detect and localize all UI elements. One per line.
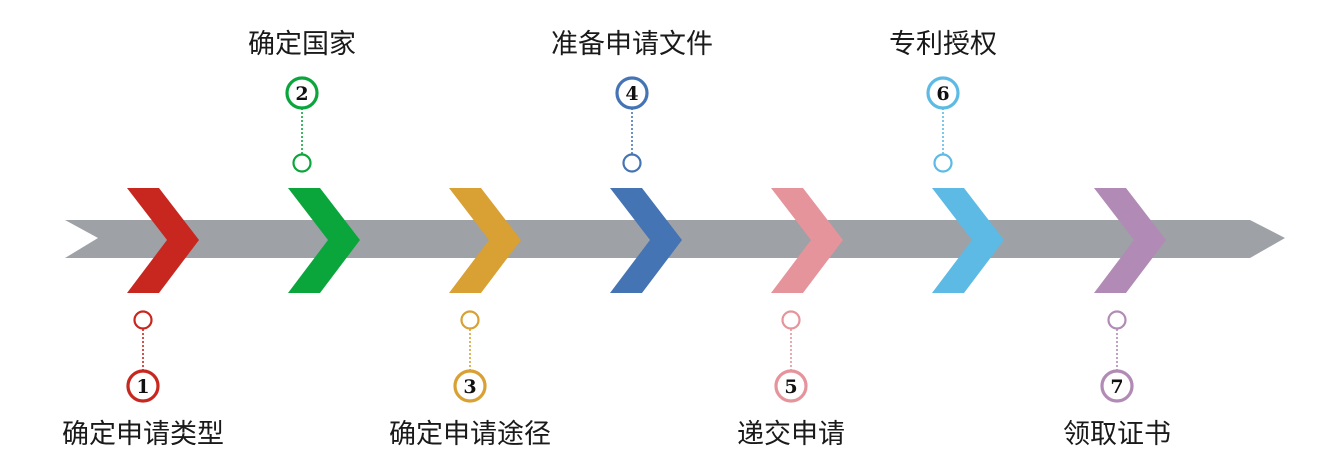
step-4-number: 4	[625, 83, 638, 105]
step-4-badge	[615, 76, 649, 110]
step-3-anchor-dot	[460, 310, 480, 330]
step-5-anchor-dot	[781, 310, 801, 330]
step-2-anchor-dot	[292, 153, 312, 173]
step-3-number: 3	[463, 376, 476, 398]
step-2-chevron	[288, 188, 360, 293]
step-7-chevron	[1094, 188, 1166, 293]
step-2-label: 确定国家	[248, 29, 356, 60]
step-1-number: 1	[136, 376, 149, 398]
step-1-chevron	[127, 188, 199, 293]
step-6-label: 专利授权	[889, 29, 997, 60]
step-6-anchor-dot	[933, 153, 953, 173]
step-4-label: 准备申请文件	[551, 29, 713, 60]
step-1-label: 确定申请类型	[62, 419, 224, 450]
step-1-badge	[126, 369, 160, 403]
step-4-anchor-dot	[622, 153, 642, 173]
step-3-badge	[453, 369, 487, 403]
step-6-chevron	[932, 188, 1004, 293]
step-5-chevron	[771, 188, 843, 293]
step-6-number: 6	[936, 83, 949, 105]
step-2-badge	[285, 76, 319, 110]
step-5-number: 5	[784, 376, 797, 398]
step-7-number: 7	[1110, 376, 1123, 398]
step-7-label: 领取证书	[1063, 419, 1171, 450]
step-7-anchor-dot	[1107, 310, 1127, 330]
step-2-number: 2	[295, 83, 308, 105]
step-3-chevron	[449, 188, 521, 293]
step-7-badge	[1100, 369, 1134, 403]
step-5-badge	[774, 369, 808, 403]
step-1-anchor-dot	[133, 310, 153, 330]
step-5-label: 递交申请	[737, 419, 845, 450]
step-3-label: 确定申请途径	[389, 419, 551, 450]
step-6-badge	[926, 76, 960, 110]
step-4-chevron	[610, 188, 682, 293]
